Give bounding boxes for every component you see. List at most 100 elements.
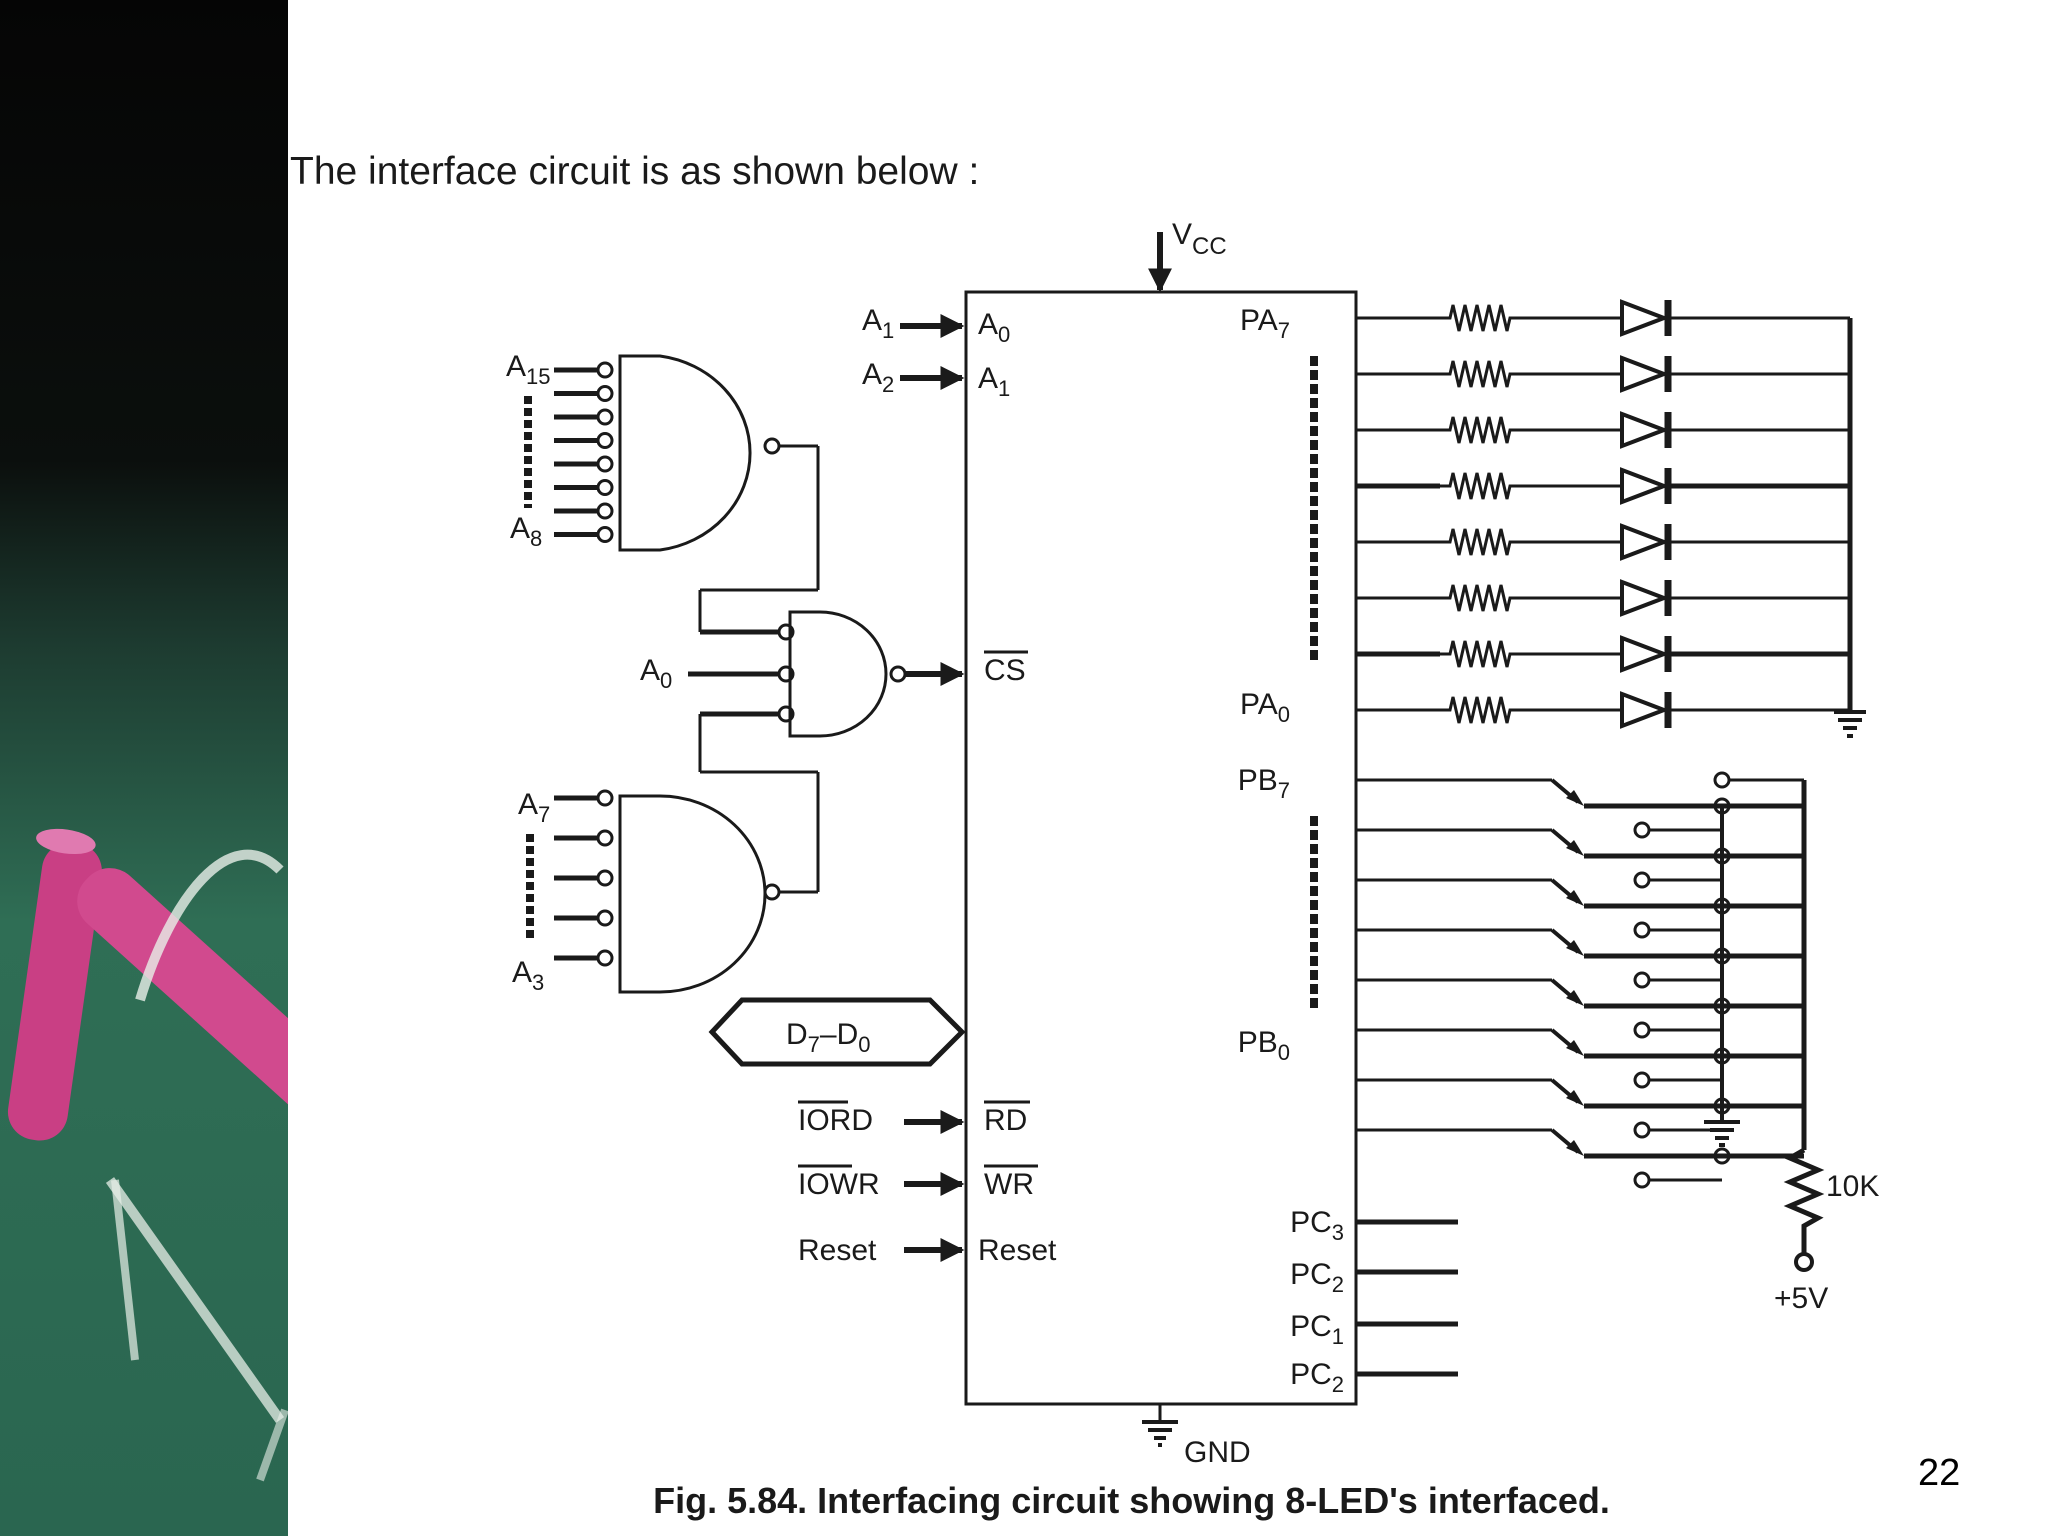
lower-nand-inputs xyxy=(554,789,614,967)
switch-arrow-icon xyxy=(1566,940,1584,956)
switch-row xyxy=(1356,878,1804,939)
switch-row xyxy=(1356,1028,1804,1089)
led-diode-icon xyxy=(1620,523,1670,561)
led-row xyxy=(1356,635,1850,673)
inverter-bubble xyxy=(596,526,614,543)
led-diode-icon xyxy=(1620,467,1670,505)
inverter-bubble xyxy=(596,502,614,520)
switch-contact xyxy=(1633,871,1651,889)
resistor-icon xyxy=(1440,528,1560,556)
led-row xyxy=(1356,579,1850,617)
pin-pc3: PC3 xyxy=(1290,1206,1344,1245)
pin-pc2-lower: PC2 xyxy=(1290,1358,1344,1397)
inverter-bubble xyxy=(596,432,614,449)
input-a8: A8 xyxy=(510,512,542,551)
pin-pb7: PB7 xyxy=(1238,764,1290,803)
input-iowr: IOWR xyxy=(798,1168,880,1201)
resistor-icon xyxy=(1440,696,1560,724)
resistor-icon xyxy=(1440,640,1560,668)
resistor-icon xyxy=(1440,304,1560,332)
input-a1: A1 xyxy=(862,304,894,343)
figure-caption: Fig. 5.84. Interfacing circuit showing 8… xyxy=(653,1480,1610,1521)
data-bus xyxy=(708,997,966,1067)
inverter-bubble xyxy=(596,869,614,887)
gnd-label: GND xyxy=(1184,1436,1251,1469)
page-number: 22 xyxy=(1918,1452,1961,1494)
pin-cs: CS xyxy=(984,654,1026,687)
switch-contact xyxy=(1633,821,1651,839)
inverter-bubble xyxy=(596,909,614,927)
switch-arrow-icon xyxy=(1566,1090,1584,1106)
intro-text: The interface circuit is as shown below … xyxy=(290,150,980,193)
pin-pc1: PC1 xyxy=(1290,1310,1344,1349)
lower-nand-gate xyxy=(618,794,818,994)
switch-contact xyxy=(1633,1071,1651,1089)
pullup-value: 10K xyxy=(1826,1170,1879,1203)
inverter-bubble xyxy=(596,829,614,847)
switch-contact xyxy=(1633,1021,1651,1039)
switch-contact xyxy=(1633,1171,1651,1189)
pin-wr: WR xyxy=(984,1168,1034,1201)
resistor-icon xyxy=(1440,472,1560,500)
pin-pc2-upper: PC2 xyxy=(1290,1258,1344,1297)
switch-arrow-icon xyxy=(1566,990,1584,1006)
inverter-bubble xyxy=(596,789,614,807)
input-a3: A3 xyxy=(512,956,544,995)
input-a7: A7 xyxy=(518,788,550,827)
input-a15: A15 xyxy=(506,350,551,389)
switch-arrow-icon xyxy=(1566,1040,1584,1056)
switch-contact xyxy=(1633,1121,1651,1139)
switch-row xyxy=(1356,1128,1804,1189)
led-diode-icon xyxy=(1620,691,1670,729)
pin-rd: RD xyxy=(984,1104,1027,1137)
led-diode-icon xyxy=(1620,635,1670,673)
led-diode-icon xyxy=(1620,411,1670,449)
inverter-bubble xyxy=(596,385,614,402)
resistor-icon xyxy=(1440,360,1560,388)
upper-nand-inputs xyxy=(554,361,614,543)
switch-arrow-icon xyxy=(1566,1140,1584,1156)
switch-arrow-icon xyxy=(1566,840,1584,856)
chalk-stick-1-icon xyxy=(7,828,102,1141)
inverter-bubble xyxy=(596,949,614,967)
switch-row xyxy=(1356,928,1804,989)
switch-row xyxy=(1356,828,1804,889)
upper-nand-gate xyxy=(618,354,820,592)
led-diode-icon xyxy=(1620,299,1670,337)
switch-row xyxy=(1356,978,1804,1039)
supply-label: +5V xyxy=(1774,1282,1828,1315)
pin-pa7: PA7 xyxy=(1240,304,1290,343)
pin-a0: A0 xyxy=(978,308,1010,347)
led-diode-icon xyxy=(1620,355,1670,393)
resistor-icon xyxy=(1440,416,1560,444)
switch-arrow-icon xyxy=(1566,890,1584,906)
input-iord: IORD xyxy=(798,1104,873,1137)
led-ground-icon xyxy=(1834,710,1866,738)
input-a0: A0 xyxy=(640,654,672,693)
vcc-label: VCC xyxy=(1172,218,1227,260)
switch-ground-icon xyxy=(1704,1106,1740,1147)
led-row xyxy=(1356,299,1850,337)
pin-a1: A1 xyxy=(978,362,1010,401)
switch-contact xyxy=(1633,921,1651,939)
chalk-stick-2-icon xyxy=(77,868,341,1112)
cs-nand-gate xyxy=(688,590,965,892)
data-bus-label: D7–D0 xyxy=(786,1018,871,1057)
led-row xyxy=(1356,691,1850,729)
led-array xyxy=(1356,299,1850,729)
input-reset: Reset xyxy=(798,1234,877,1267)
switch-contact xyxy=(1633,971,1651,989)
switch-row xyxy=(1356,778,1804,839)
input-a2: A2 xyxy=(862,358,894,397)
switch-array xyxy=(1356,778,1804,1189)
led-diode-icon xyxy=(1620,579,1670,617)
pin-reset: Reset xyxy=(978,1234,1057,1267)
inverter-bubble xyxy=(596,361,614,379)
led-row xyxy=(1356,411,1850,449)
pin-pa0: PA0 xyxy=(1240,688,1290,727)
pullup-resistor-icon xyxy=(1783,1147,1825,1254)
pin-pb0: PB0 xyxy=(1238,1026,1290,1065)
